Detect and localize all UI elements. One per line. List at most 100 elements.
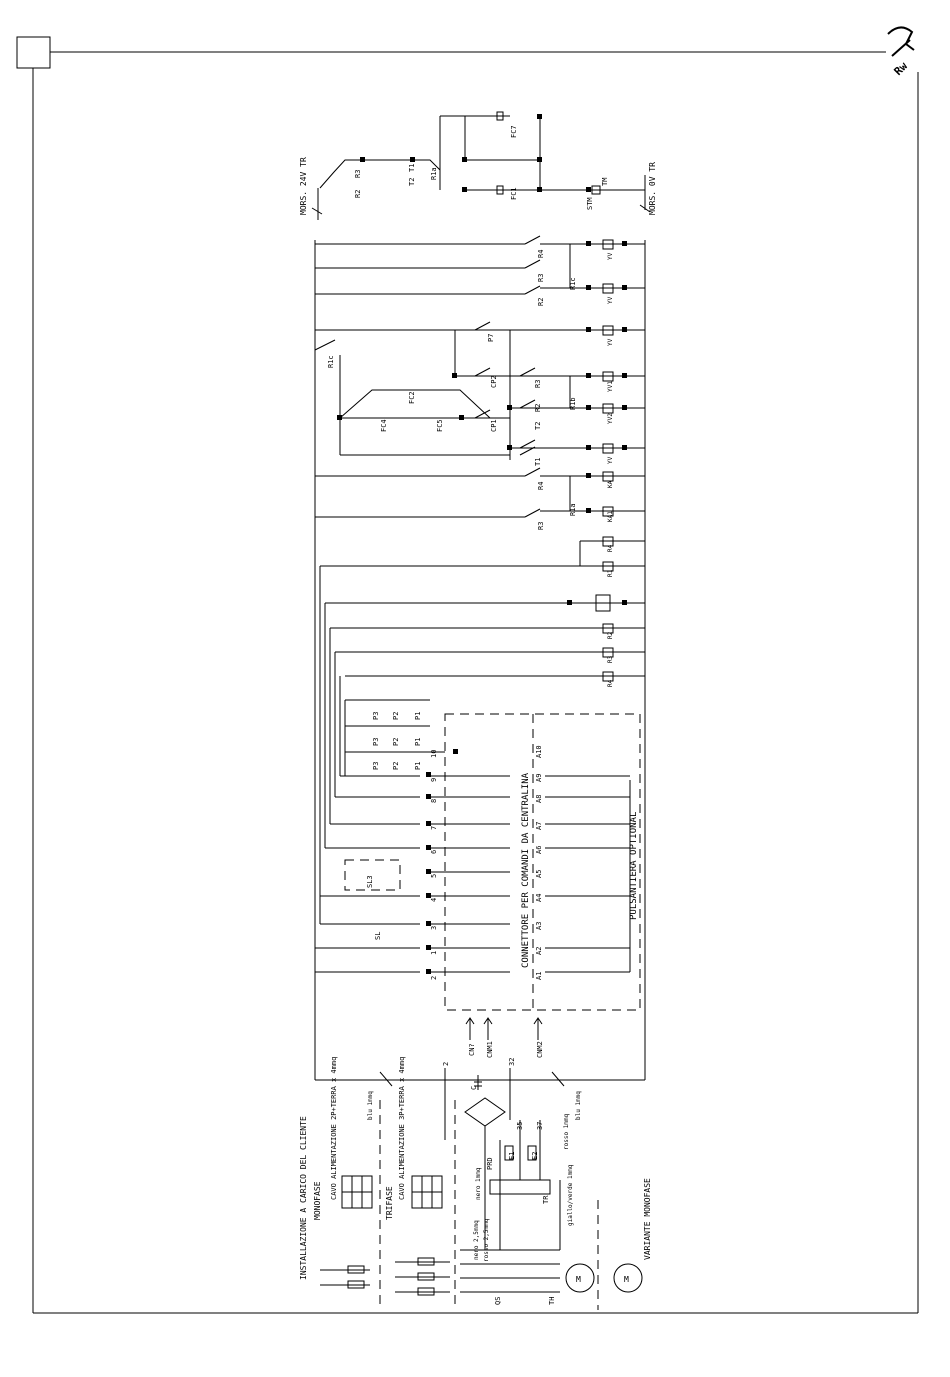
stm-label: STM <box>586 197 594 210</box>
svg-text:10: 10 <box>430 750 438 758</box>
svg-text:A6: A6 <box>535 846 543 854</box>
svg-text:YV2: YV2 <box>607 413 614 424</box>
svg-text:P2: P2 <box>392 738 400 746</box>
svg-text:KA: KA <box>607 480 614 488</box>
svg-text:35: 35 <box>516 1122 524 1130</box>
svg-text:TR: TR <box>542 1195 550 1204</box>
t1-label: T1 <box>408 164 416 172</box>
svg-text:R3: R3 <box>607 655 614 663</box>
svg-text:P1: P1 <box>414 712 422 720</box>
svg-text:9: 9 <box>430 778 438 782</box>
svg-text:R4: R4 <box>537 250 545 258</box>
svg-text:FC5: FC5 <box>436 419 444 432</box>
svg-text:A4: A4 <box>535 894 543 902</box>
svg-text:P1: P1 <box>414 738 422 746</box>
svg-text:E2: E2 <box>531 1152 539 1160</box>
r3-label: R3 <box>354 170 362 178</box>
main-ladder: R4 R3 R2 R4 R3 R1c R1b R1a R1c P7 CP2 CP… <box>314 235 646 1081</box>
svg-text:rosso 1mmq: rosso 1mmq <box>563 1113 570 1150</box>
svg-text:R3: R3 <box>534 380 542 388</box>
svg-text:R3: R3 <box>537 522 545 530</box>
svg-text:2: 2 <box>430 976 438 980</box>
svg-text:P3: P3 <box>372 738 380 746</box>
svg-text:R1c: R1c <box>569 277 577 290</box>
svg-text:32: 32 <box>508 1058 516 1066</box>
optional-title: PULSANTIERA OPTIONAL <box>629 812 639 920</box>
svg-text:PRD: PRD <box>486 1157 494 1170</box>
connector-title: CONNETTORE PER COMANDI DA CENTRALINA <box>521 772 531 968</box>
svg-text:3: 3 <box>430 926 438 930</box>
svg-text:R4: R4 <box>607 544 614 552</box>
brand-logo: Rw <box>887 26 915 78</box>
svg-text:QS: QS <box>494 1297 502 1305</box>
svg-text:A7: A7 <box>535 822 543 830</box>
install-header: INSTALLAZIONE A CARICO DEL CLIENTE <box>299 1116 308 1280</box>
svg-text:R1b: R1b <box>569 397 577 410</box>
svg-text:YV: YV <box>607 456 614 464</box>
svg-text:nero 1mmq: nero 1mmq <box>475 1167 482 1200</box>
pushbutton-grid: P3 P2 P1 P3 P2 P1 P3 P2 P1 SL3 SL <box>314 566 458 1080</box>
svg-text:YV: YV <box>607 252 614 260</box>
svg-text:M: M <box>624 1275 629 1284</box>
power-supply-section: INSTALLAZIONE A CARICO DEL CLIENTE MONOF… <box>299 1057 652 1310</box>
r2-label: R2 <box>354 190 362 198</box>
svg-text:YV: YV <box>607 338 614 346</box>
svg-text:YV1: YV1 <box>607 381 614 392</box>
cn-label: CN? <box>468 1043 476 1056</box>
svg-text:M: M <box>576 1275 581 1284</box>
variant-label: VARIANTE MONOFASE <box>643 1178 652 1260</box>
motor-icon <box>565 1263 595 1293</box>
svg-text:7: 7 <box>430 826 438 830</box>
svg-text:CP1: CP1 <box>490 419 498 432</box>
tri-label: TRIFASE <box>385 1186 394 1220</box>
svg-text:SL: SL <box>374 932 382 940</box>
svg-text:1: 1 <box>430 951 438 955</box>
cnm2-label: CNM2 <box>536 1041 544 1058</box>
svg-text:rosso 2,5mmq: rosso 2,5mmq <box>483 1218 490 1262</box>
svg-text:37: 37 <box>536 1122 544 1130</box>
morse-0v-label: MORS. 0V TR <box>648 162 657 215</box>
connector-block: CONNETTORE PER COMANDI DA CENTRALINA PUL… <box>430 713 641 1058</box>
cnm1-label: CNM1 <box>486 1041 494 1058</box>
svg-text:P3: P3 <box>372 762 380 770</box>
t2-label: T2 <box>408 178 416 186</box>
svg-text:R1a: R1a <box>569 503 577 516</box>
svg-text:R4: R4 <box>537 482 545 490</box>
svg-text:KA1: KA1 <box>607 511 614 522</box>
svg-text:T1: T1 <box>534 458 542 466</box>
svg-text:R4: R4 <box>607 679 614 687</box>
svg-text:YV: YV <box>607 296 614 304</box>
svg-text:FC4: FC4 <box>380 419 388 432</box>
svg-text:A1: A1 <box>535 972 543 980</box>
motor-variant-icon <box>613 1263 643 1293</box>
svg-text:giallo/verde 1mmq: giallo/verde 1mmq <box>567 1164 574 1226</box>
title-box <box>16 36 51 69</box>
morse-24v-label: MORS. 24V TR <box>299 157 308 215</box>
cable-mono: CAVO ALIMENTAZIONE 2P+TERRA x 4mmq <box>330 1057 338 1200</box>
svg-text:R3: R3 <box>537 274 545 282</box>
svg-text:C: C <box>470 1086 478 1090</box>
svg-text:E1: E1 <box>508 1152 516 1160</box>
svg-text:P3: P3 <box>372 712 380 720</box>
svg-text:P7: P7 <box>487 334 495 342</box>
svg-text:A9: A9 <box>535 774 543 782</box>
svg-text:FC2: FC2 <box>408 391 416 404</box>
svg-text:6: 6 <box>430 850 438 854</box>
svg-text:P2: P2 <box>392 712 400 720</box>
svg-text:2: 2 <box>442 1062 450 1066</box>
mono-label: MONOFASE <box>313 1181 322 1220</box>
svg-text:P2: P2 <box>392 762 400 770</box>
svg-text:R1: R1 <box>607 569 614 577</box>
svg-text:SL3: SL3 <box>366 875 374 888</box>
logo-text: Rw <box>892 59 911 78</box>
svg-text:blu 1mmq: blu 1mmq <box>575 1091 582 1120</box>
fc1-label: FC1 <box>510 187 518 200</box>
svg-text:A2: A2 <box>535 947 543 955</box>
tm-label: TM <box>601 178 609 186</box>
svg-text:nero 2,5mmq: nero 2,5mmq <box>473 1220 480 1260</box>
svg-text:A3: A3 <box>535 922 543 930</box>
svg-text:R1c: R1c <box>327 355 335 368</box>
svg-text:5: 5 <box>430 874 438 878</box>
